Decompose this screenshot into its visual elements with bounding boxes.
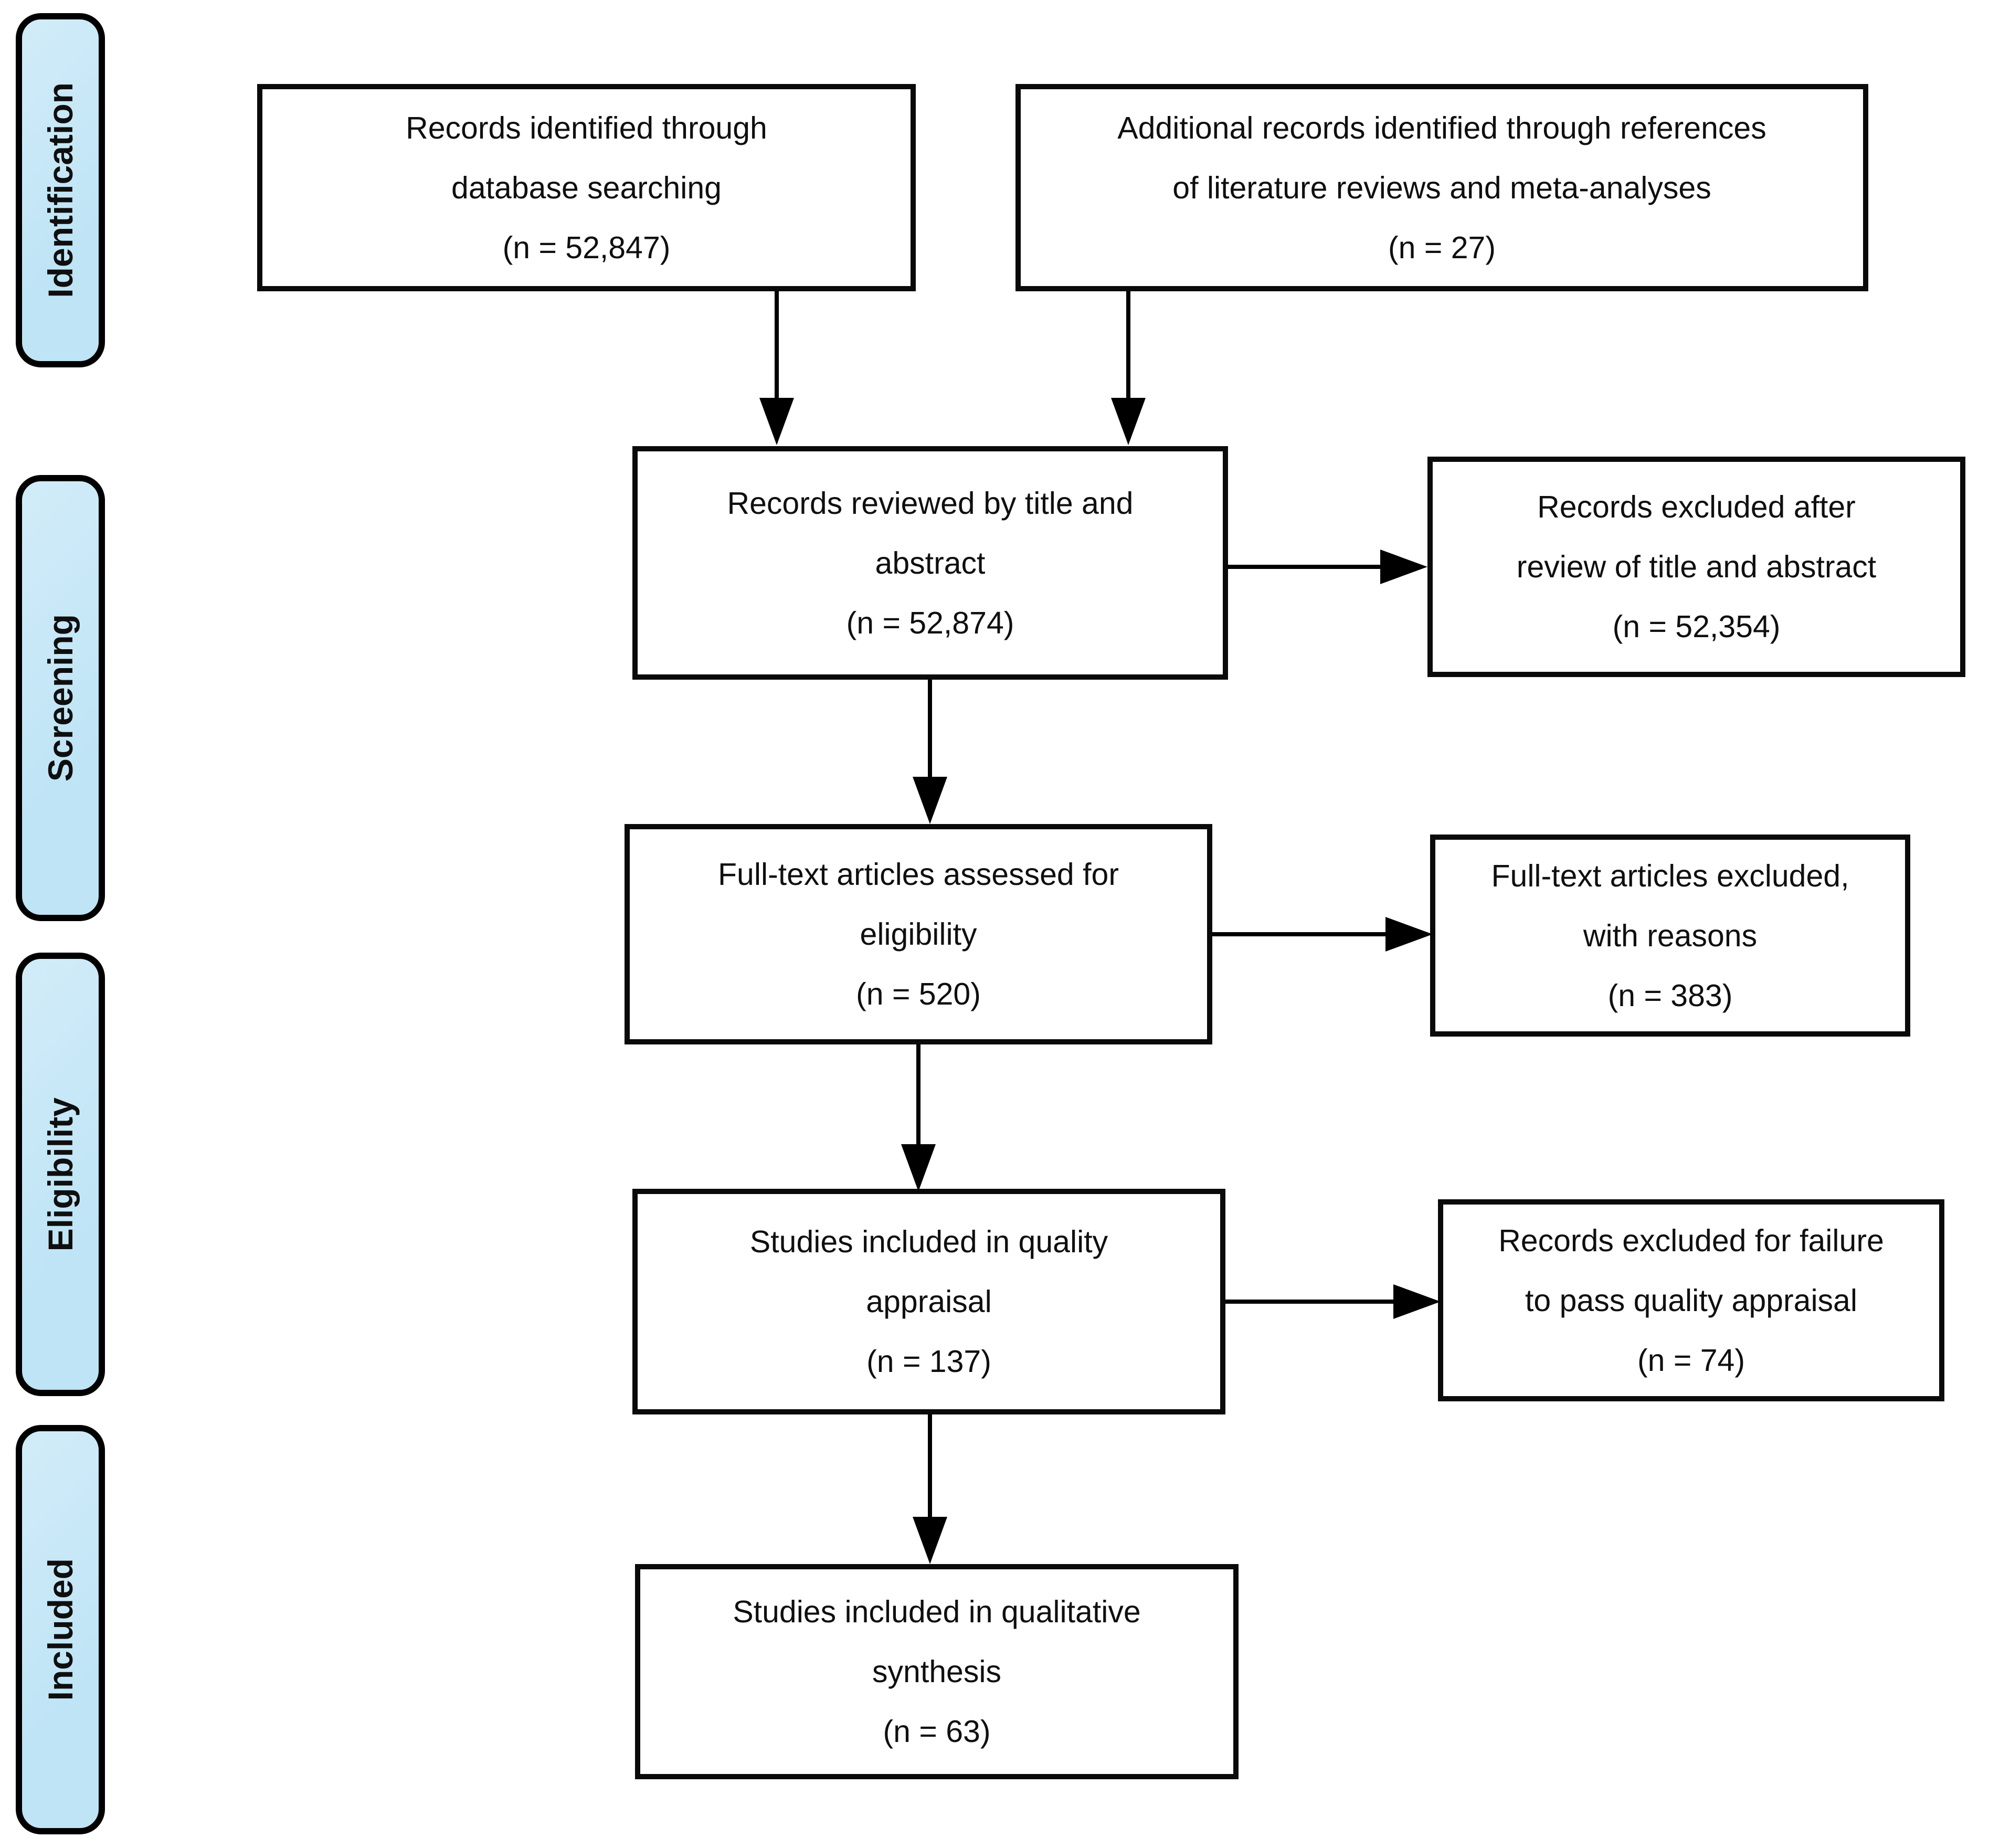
box-count-excluded-quality-appraisal: (n = 74)	[1637, 1343, 1745, 1378]
box-text-qualitative-synthesis: Studies included in qualitative synthesi…	[733, 1594, 1141, 1689]
flow-box-additional-records: Additional records identified through re…	[1015, 84, 1868, 291]
box-count-additional-records: (n = 27)	[1388, 230, 1496, 265]
flow-box-records-identified: Records identified through database sear…	[257, 84, 916, 291]
arrow-fulltext-to-appraisal-head	[901, 1144, 936, 1191]
box-count-records-identified: (n = 52,847)	[502, 230, 671, 265]
flow-box-excluded-quality-appraisal: Records excluded for failure to pass qua…	[1438, 1199, 1944, 1401]
arrow-references-to-reviewed-head	[1111, 398, 1146, 445]
box-count-qualitative-synthesis: (n = 63)	[883, 1714, 991, 1749]
arrow-reviewed-to-fulltext-head	[913, 777, 947, 824]
flow-box-records-excluded-title-abstract: Records excluded after review of title a…	[1427, 457, 1965, 677]
flow-box-fulltext-excluded: Full-text articles excluded, with reason…	[1430, 835, 1910, 1037]
arrow-appraisal-to-synthesis-head	[913, 1517, 947, 1564]
arrow-appraisal-to-excluded-head	[1393, 1284, 1441, 1319]
box-text-additional-records: Additional records identified through re…	[1117, 110, 1766, 205]
arrow-fulltext-to-excluded-line	[1212, 932, 1385, 936]
box-count-records-excluded-title-abstract: (n = 52,354)	[1612, 609, 1781, 644]
arrow-references-to-reviewed-line	[1126, 291, 1130, 398]
flow-box-quality-appraisal: Studies included in quality appraisal (n…	[632, 1189, 1225, 1414]
arrow-reviewed-to-excluded-line	[1228, 565, 1380, 569]
arrow-database-to-reviewed-line	[775, 291, 779, 398]
stage-band-eligibility: Eligibility	[16, 953, 105, 1396]
arrow-reviewed-to-excluded-head	[1380, 550, 1427, 584]
stage-label-identification: Identification	[41, 82, 80, 298]
arrow-fulltext-to-excluded-head	[1385, 917, 1433, 952]
stage-band-included: Included	[16, 1425, 105, 1834]
arrow-fulltext-to-appraisal-line	[916, 1044, 921, 1144]
box-count-quality-appraisal: (n = 137)	[866, 1344, 991, 1379]
box-count-records-reviewed: (n = 52,874)	[846, 605, 1014, 640]
box-text-fulltext-assessed: Full-text articles assessed for eligibil…	[718, 857, 1119, 952]
arrow-appraisal-to-excluded-line	[1225, 1300, 1393, 1304]
stage-band-identification: Identification	[16, 13, 105, 367]
box-text-records-identified: Records identified through database sear…	[406, 110, 767, 205]
box-text-records-excluded-title-abstract: Records excluded after review of title a…	[1516, 490, 1877, 584]
stage-label-eligibility: Eligibility	[41, 1097, 80, 1252]
box-text-records-reviewed: Records reviewed by title and abstract	[727, 485, 1134, 580]
flow-box-fulltext-assessed: Full-text articles assessed for eligibil…	[625, 824, 1212, 1044]
stage-label-screening: Screening	[41, 614, 80, 782]
arrow-appraisal-to-synthesis-line	[928, 1414, 932, 1517]
stage-label-included: Included	[41, 1558, 80, 1701]
box-text-excluded-quality-appraisal: Records excluded for failure to pass qua…	[1498, 1223, 1884, 1318]
stage-band-screening: Screening	[16, 475, 105, 921]
box-count-fulltext-excluded: (n = 383)	[1607, 978, 1733, 1013]
flow-box-records-reviewed: Records reviewed by title and abstract (…	[632, 446, 1228, 680]
arrow-database-to-reviewed-head	[759, 398, 794, 445]
box-text-fulltext-excluded: Full-text articles excluded, with reason…	[1491, 858, 1849, 953]
flow-box-qualitative-synthesis: Studies included in qualitative synthesi…	[635, 1564, 1239, 1779]
arrow-reviewed-to-fulltext-line	[928, 680, 932, 777]
box-count-fulltext-assessed: (n = 520)	[856, 977, 981, 1011]
box-text-quality-appraisal: Studies included in quality appraisal	[749, 1224, 1108, 1319]
